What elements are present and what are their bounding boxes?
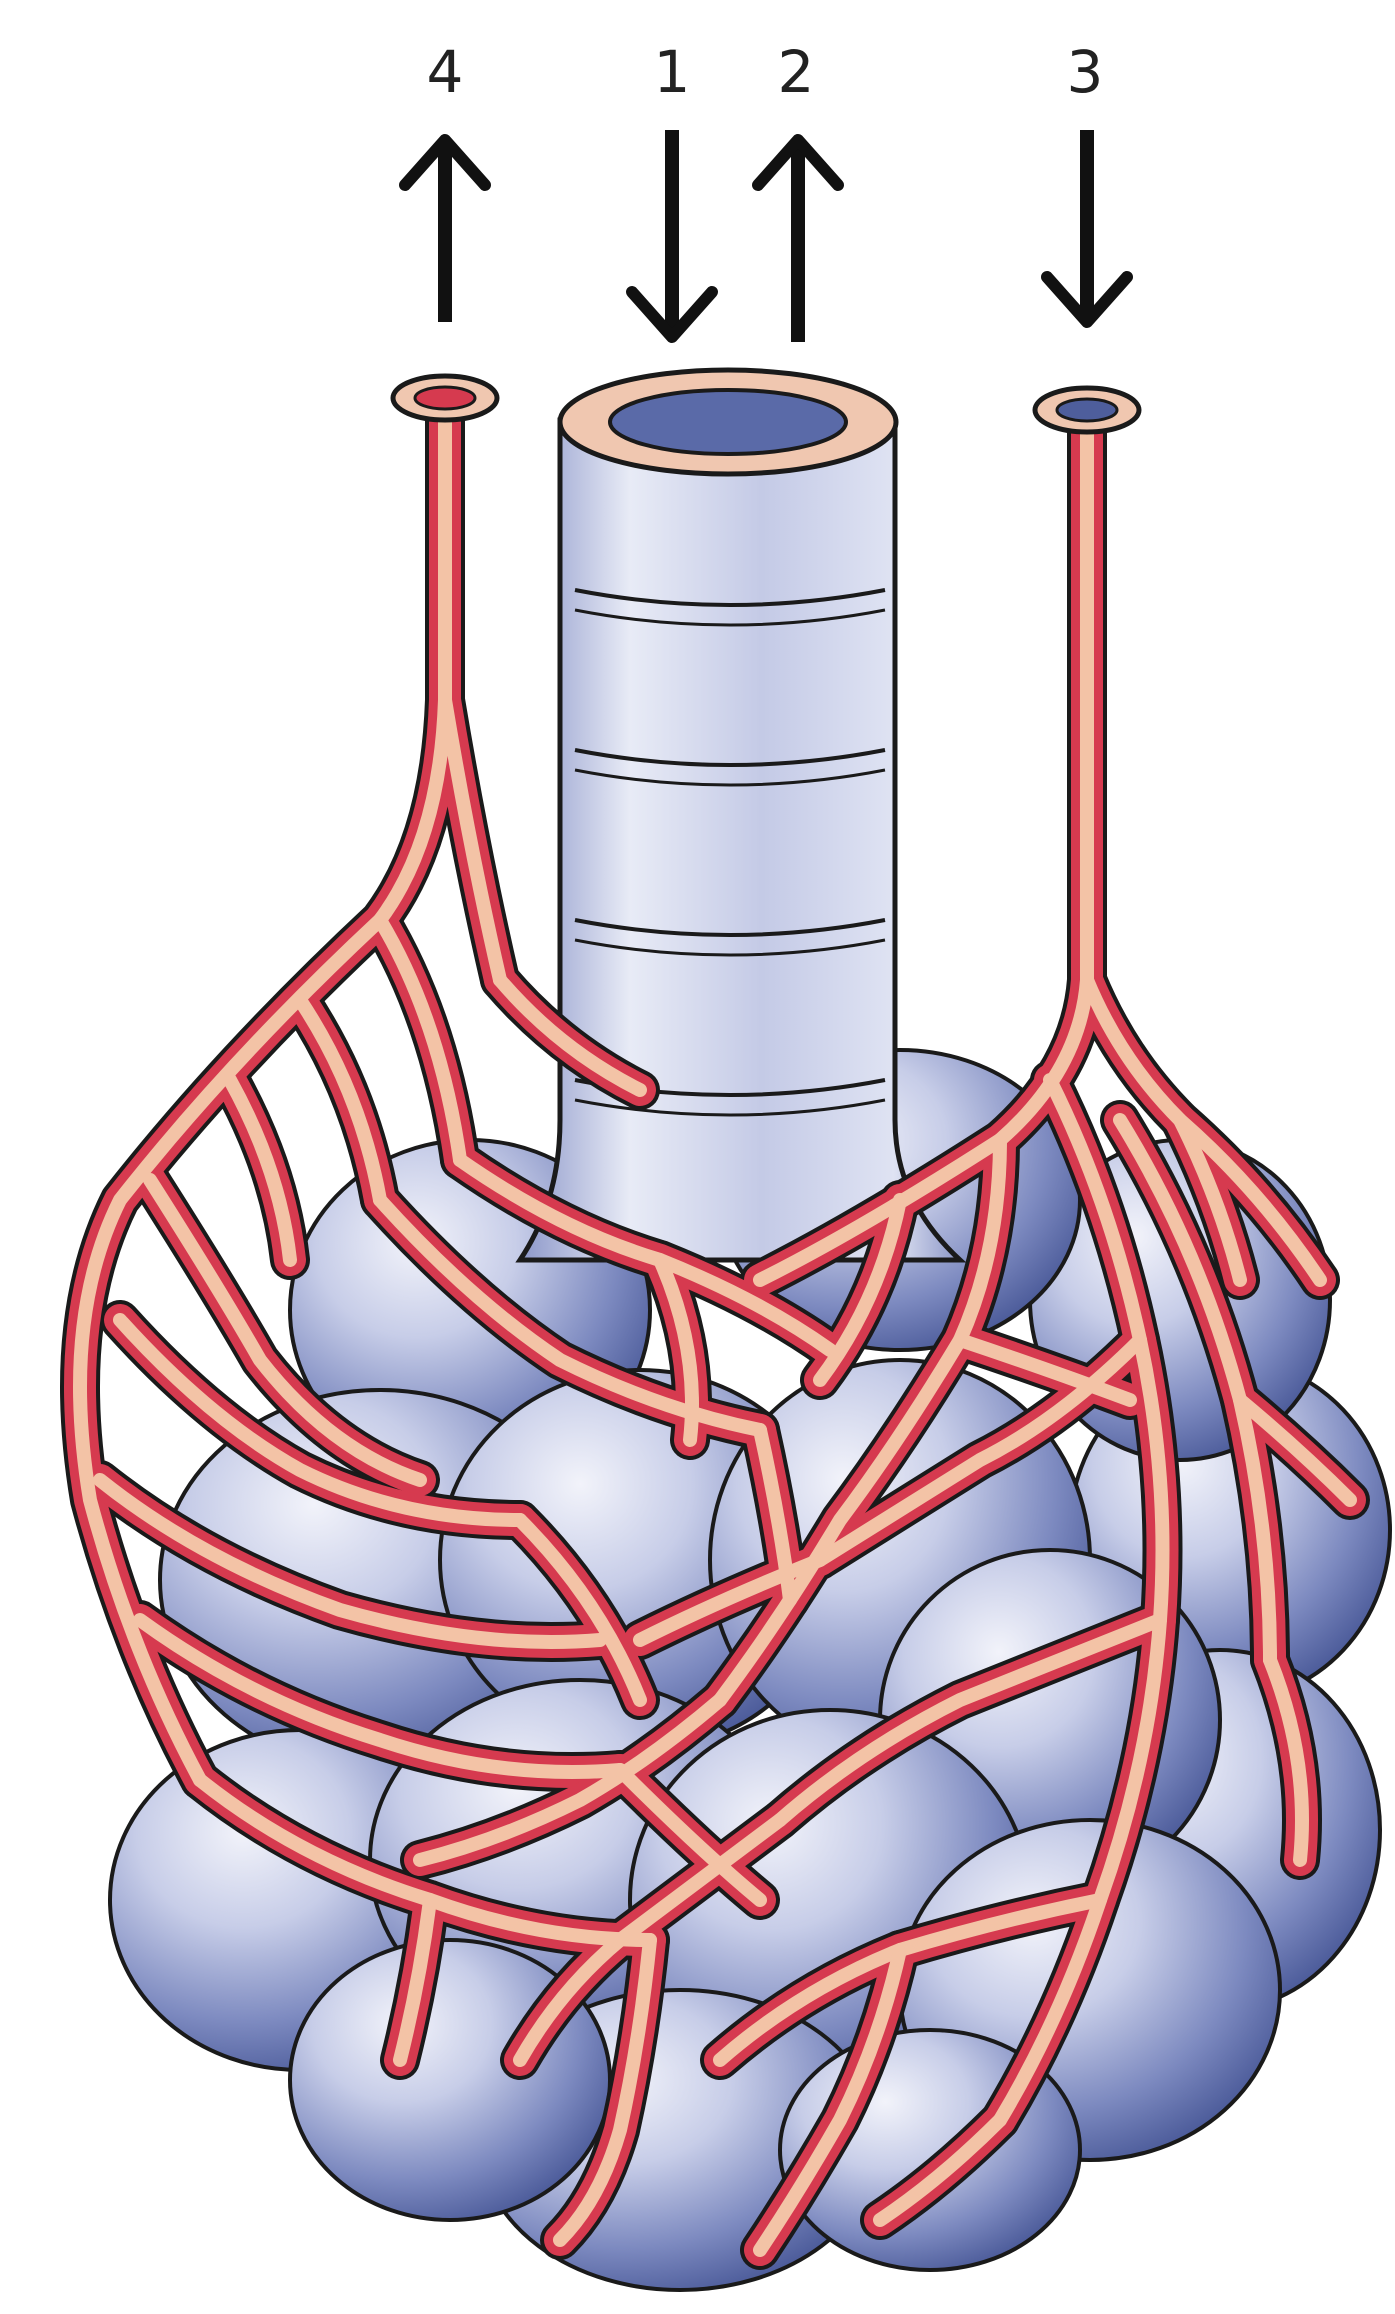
label-1: 1 [654,38,691,106]
bronchiole-tube [520,370,960,1260]
arrow-up-2-icon [758,140,838,342]
arrow-down-1-icon [632,130,712,337]
label-3: 3 [1067,38,1104,106]
label-4: 4 [427,38,464,106]
arrow-down-3-icon [1047,130,1127,322]
label-2: 2 [778,38,815,106]
label-group: 4 1 2 3 [427,38,1104,106]
arrow-up-4-icon [405,140,485,322]
